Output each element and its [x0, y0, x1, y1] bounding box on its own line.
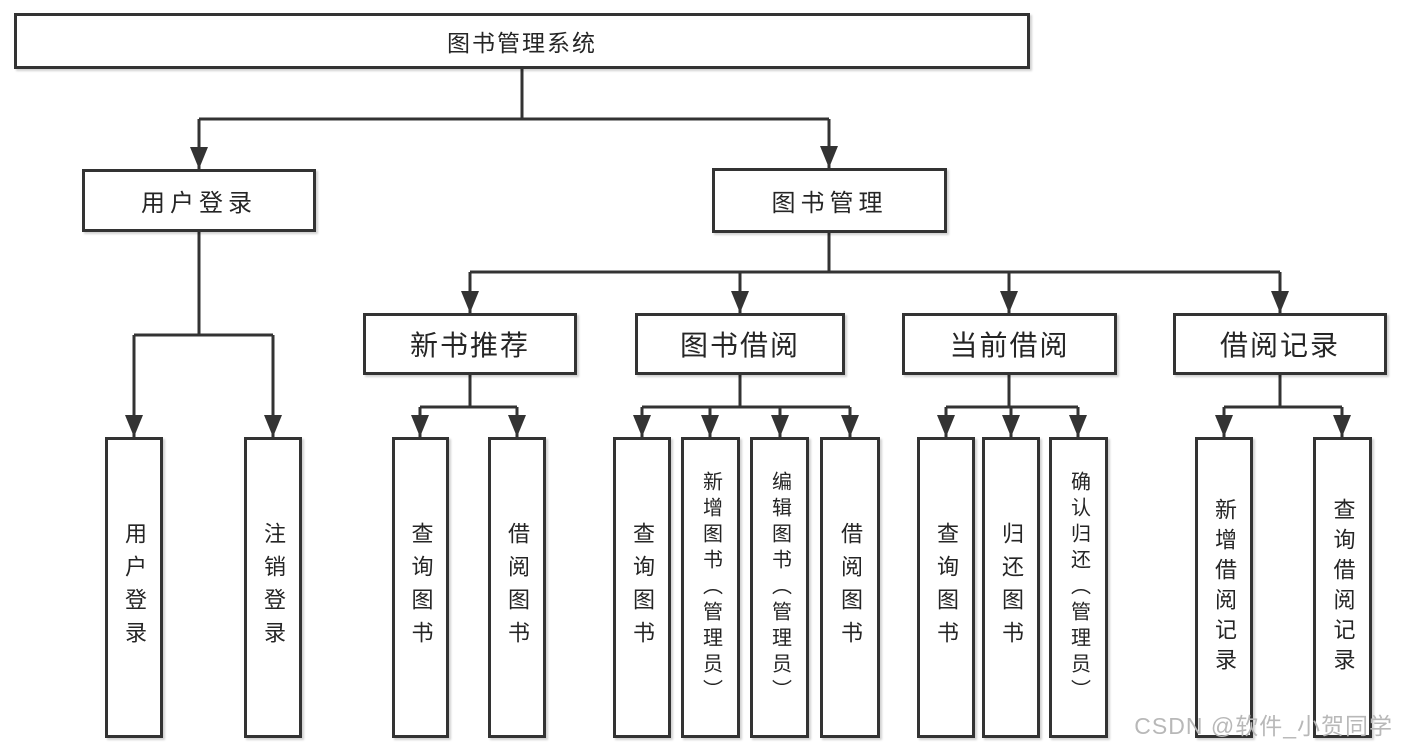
leaf-query-borrow-record: 查询借阅记录 — [1313, 437, 1372, 738]
leaf-user-login: 用户登录 — [105, 437, 163, 738]
csdn-watermark: CSDN @软件_小贺同学 — [1134, 713, 1393, 739]
leaf-query-books-bb: 查询图书 — [613, 437, 671, 738]
leaf-borrow-books-bb: 借阅图书 — [820, 437, 880, 738]
leaf-add-borrow-record: 新增借阅记录 — [1195, 437, 1253, 738]
node-borrowing-records-label: 借阅记录 — [1219, 330, 1340, 361]
leaf-add-book-admin: 新增图书（管理员） — [681, 437, 740, 738]
leaf-edit-book-admin: 编辑图书（管理员） — [750, 437, 809, 738]
node-user-login: 用户登录 — [82, 169, 316, 232]
leaf-user-login-label: 用户登录 — [122, 521, 147, 654]
leaf-add-borrow-record-label: 新增借阅记录 — [1212, 497, 1237, 678]
node-book-management-label: 图书管理 — [771, 190, 888, 217]
leaf-return-book-label: 归还图书 — [999, 521, 1024, 654]
node-book-borrowing-label: 图书借阅 — [679, 330, 800, 361]
leaf-edit-book-admin-label: 编辑图书（管理员） — [768, 470, 791, 705]
connector-segments — [134, 69, 1342, 409]
node-new-book-recommendation: 新书推荐 — [363, 313, 577, 375]
leaf-add-book-admin-label: 新增图书（管理员） — [699, 470, 722, 705]
node-current-borrowing: 当前借阅 — [902, 313, 1117, 375]
leaf-confirm-return-admin: 确认归还（管理员） — [1049, 437, 1108, 738]
node-root-label: 图书管理系统 — [447, 30, 597, 56]
leaf-query-books-cb: 查询图书 — [917, 437, 975, 738]
leaf-borrow-books-nbr-label: 借阅图书 — [505, 521, 530, 654]
leaf-logout-login: 注销登录 — [244, 437, 302, 738]
node-current-borrowing-label: 当前借阅 — [949, 330, 1070, 361]
leaf-query-borrow-record-label: 查询借阅记录 — [1330, 497, 1356, 678]
leaf-query-books-nbr-label: 查询图书 — [408, 521, 434, 654]
leaf-logout-login-label: 注销登录 — [261, 521, 286, 654]
leaf-borrow-books-bb-label: 借阅图书 — [838, 521, 863, 654]
node-root: 图书管理系统 — [14, 13, 1030, 69]
node-new-book-recommendation-label: 新书推荐 — [409, 330, 530, 361]
leaf-confirm-return-admin-label: 确认归还（管理员） — [1067, 470, 1090, 705]
node-user-login-label: 用户登录 — [141, 190, 257, 217]
node-book-management: 图书管理 — [712, 168, 947, 233]
leaf-borrow-books-nbr: 借阅图书 — [488, 437, 546, 738]
node-book-borrowing: 图书借阅 — [635, 313, 845, 375]
node-borrowing-records: 借阅记录 — [1173, 313, 1387, 375]
leaf-query-books-bb-label: 查询图书 — [630, 521, 655, 654]
leaf-return-book: 归还图书 — [982, 437, 1040, 738]
leaf-query-books-cb-label: 查询图书 — [934, 521, 959, 654]
leaf-query-books-nbr: 查询图书 — [392, 437, 449, 738]
